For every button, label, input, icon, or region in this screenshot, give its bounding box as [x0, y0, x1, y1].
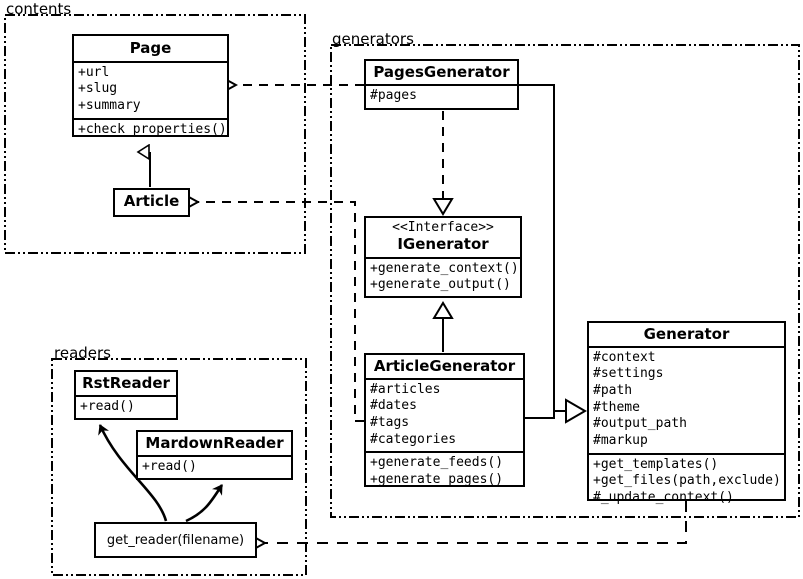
attribute: #markup [593, 432, 648, 448]
function-get-reader-label: get_reader(filename) [106, 532, 245, 548]
class-article-name: Article [123, 192, 180, 210]
class-page[interactable]: Page +url +slug +summary +check_properti… [72, 34, 229, 137]
attribute: #articles [370, 381, 441, 397]
package-label-contents: contents [4, 0, 74, 18]
class-page-attributes: +url +slug +summary [74, 60, 227, 118]
class-generator-operations: +get_templates() +get_files(path,exclude… [589, 452, 784, 510]
rel-articlegenerator-inherits-igenerator [432, 301, 454, 352]
operation: #_update_context() [593, 489, 734, 505]
class-igenerator[interactable]: <<Interface>> IGenerator +generate_conte… [364, 216, 522, 298]
class-igenerator-operations: +generate_context() +generate_output() [366, 256, 520, 297]
class-page-name: Page [129, 39, 172, 57]
attribute: +slug [78, 81, 118, 97]
class-pages-generator-attributes: #pages [366, 83, 517, 108]
function-get-reader[interactable]: get_reader(filename) [94, 522, 257, 558]
class-article-generator-name: ArticleGenerator [373, 357, 516, 375]
class-rst-reader-name: RstReader [82, 374, 170, 392]
operation: +get_files(path,exclude) [593, 473, 781, 489]
rel-get-reader-creates-mardownreader [185, 484, 224, 523]
rel-articlegenerator-depends-article [198, 202, 364, 422]
attribute: #path [593, 383, 633, 399]
class-igenerator-stereotype: <<Interface>> [392, 220, 494, 235]
rel-pagesgenerator-realizes-igenerator [432, 111, 454, 216]
operation: +generate_pages() [370, 471, 504, 487]
attribute: #tags [370, 415, 410, 431]
class-mardown-reader[interactable]: MardownReader +read() [136, 430, 293, 480]
class-igenerator-name: IGenerator [397, 234, 489, 253]
class-rst-reader-operations: +read() [76, 394, 176, 419]
class-mardown-reader-operations: +read() [138, 454, 291, 479]
operation: +get_templates() [593, 456, 719, 472]
package-label-readers: readers [52, 344, 113, 362]
class-article[interactable]: Article [113, 188, 190, 217]
class-mardown-reader-name: MardownReader [145, 434, 284, 452]
attribute: #context [593, 349, 656, 365]
class-page-operations: +check_properties() [74, 117, 227, 142]
attribute: #output_path [593, 416, 687, 432]
attribute: #settings [593, 366, 664, 382]
attribute: #categories [370, 431, 457, 447]
operation: +check_properties() [78, 121, 227, 137]
attribute: +url [78, 64, 110, 80]
rel-articlegenerator-inherits-generator [525, 398, 587, 424]
operation: +generate_feeds() [370, 455, 504, 471]
class-pages-generator-name: PagesGenerator [373, 63, 510, 81]
operation: +generate_output() [370, 277, 511, 293]
attribute: #pages [370, 87, 417, 103]
class-generator-name: Generator [643, 325, 730, 343]
class-rst-reader[interactable]: RstReader +read() [74, 370, 178, 420]
class-generator-attributes: #context #settings #path #theme #output_… [589, 345, 784, 453]
class-pages-generator[interactable]: PagesGenerator #pages [364, 59, 519, 110]
attribute: +summary [78, 98, 141, 114]
class-article-generator-operations: +generate_feeds() +generate_pages() [366, 451, 523, 491]
package-label-generators: generators [330, 30, 416, 48]
operation: +read() [142, 458, 197, 474]
operation: +read() [80, 398, 135, 414]
class-igenerator-header: <<Interface>> IGenerator [366, 218, 520, 257]
class-generator[interactable]: Generator #context #settings #path #them… [587, 321, 786, 505]
attribute: #dates [370, 398, 417, 414]
class-article-generator[interactable]: ArticleGenerator #articles #dates #tags … [364, 353, 525, 487]
class-article-generator-attributes: #articles #dates #tags #categories [366, 377, 523, 452]
operation: +generate_context() [370, 260, 519, 276]
attribute: #theme [593, 399, 640, 415]
